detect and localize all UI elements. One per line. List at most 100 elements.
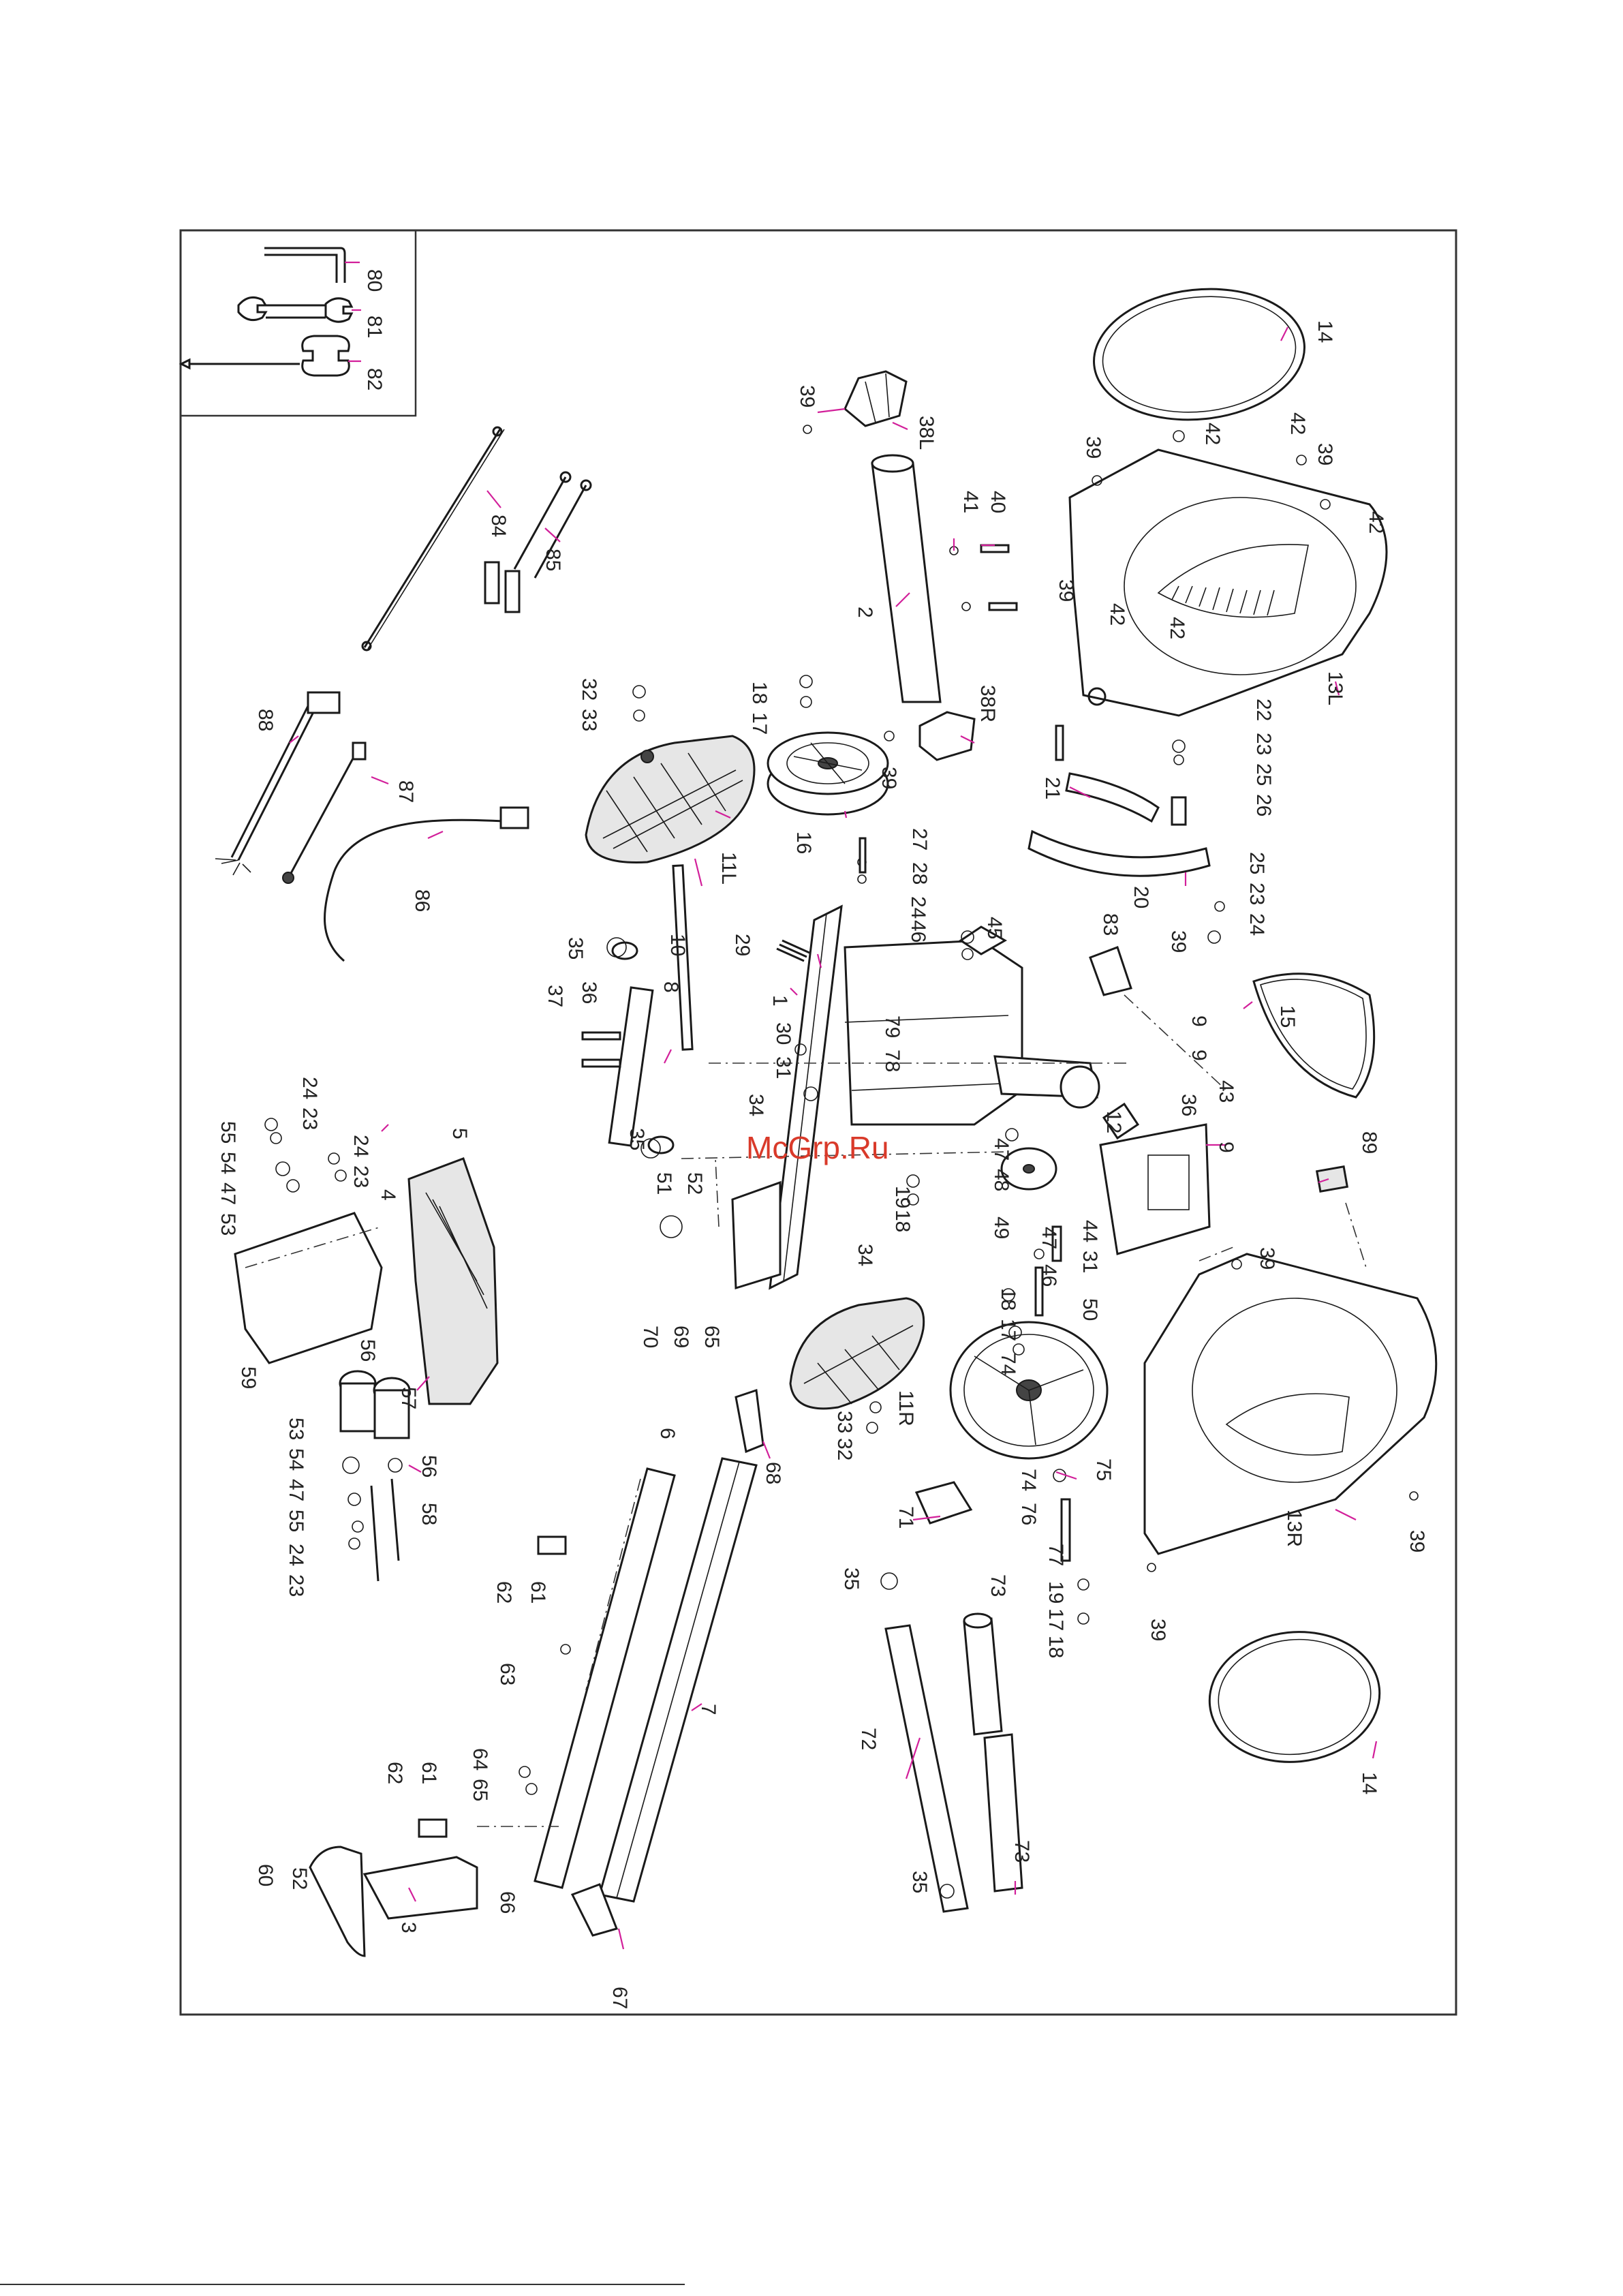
part-label-47-c: 47: [217, 1182, 239, 1205]
part-label-48: 48: [990, 1169, 1013, 1191]
part-label-65-a: 65: [700, 1326, 723, 1348]
part-label-22: 22: [1252, 699, 1275, 721]
part-label-15: 15: [1276, 1005, 1299, 1028]
sensor-89-drawing: [1315, 1165, 1349, 1193]
part-label-25-b: 25: [1246, 852, 1268, 874]
part-label-35-d: 35: [908, 1871, 931, 1893]
part-label-55-b: 55: [285, 1510, 307, 1532]
part-label-39-c: 39: [1082, 436, 1104, 459]
part-label-12: 12: [1102, 1111, 1125, 1133]
part-label-51: 51: [653, 1172, 675, 1195]
wheels-57-drawing: [339, 1370, 411, 1439]
part-label-88: 88: [254, 709, 277, 731]
part-label-23-d: 23: [350, 1165, 372, 1188]
part-label-82: 82: [363, 368, 386, 391]
part-label-6: 6: [656, 1428, 679, 1439]
part-label-36-b: 36: [1177, 1094, 1200, 1116]
part-label-58: 58: [418, 1503, 440, 1525]
part-label-17-b: 17: [997, 1319, 1019, 1341]
part-label-79: 79: [881, 1015, 903, 1038]
part-label-23-a: 23: [1252, 733, 1275, 755]
part-label-33-a: 33: [578, 709, 600, 731]
cable-86-drawing: [324, 806, 529, 962]
part-label-54-b: 54: [285, 1448, 307, 1471]
part-label-52-b: 52: [288, 1867, 311, 1890]
part-label-55-a: 55: [217, 1121, 239, 1144]
part-label-53-a: 53: [217, 1213, 239, 1236]
leader-lines: [289, 261, 1378, 1950]
part-label-26: 26: [1252, 794, 1275, 816]
part-label-7: 7: [697, 1704, 720, 1715]
part-label-30: 30: [772, 1022, 794, 1045]
part-label-73-b: 73: [1010, 1840, 1033, 1863]
axles-58-drawing: [370, 1478, 400, 1582]
part-label-53-b: 53: [285, 1418, 307, 1440]
part-label-45: 45: [983, 917, 1006, 939]
part-label-40: 40: [987, 491, 1009, 513]
part-label-9-c: 9: [1215, 1142, 1237, 1153]
part-label-39-e: 39: [1055, 579, 1077, 602]
part-label-23-c: 23: [298, 1107, 321, 1130]
part-label-72: 72: [857, 1728, 880, 1750]
part-label-77: 77: [1045, 1544, 1067, 1566]
part-label-84: 84: [487, 515, 510, 537]
part-label-64: 64: [469, 1748, 491, 1771]
bolts-40-41-drawing: [949, 544, 1018, 611]
part-label-24-c: 24: [298, 1077, 321, 1099]
part-label-14-b: 14: [1358, 1772, 1380, 1794]
part-label-42-a: 42: [1201, 423, 1224, 445]
pedal-11L-drawing: [585, 735, 756, 863]
rear-stabilizer-3-drawing: [309, 1846, 478, 1957]
part-label-20: 20: [1130, 886, 1152, 908]
part-label-8: 8: [660, 981, 682, 993]
part-label-57: 57: [397, 1387, 420, 1409]
part-label-60: 60: [254, 1864, 277, 1886]
watermark-text: McGrp.Ru: [746, 1130, 889, 1165]
post-8-drawing: [608, 941, 675, 1154]
part-label-39-h: 39: [1406, 1530, 1428, 1552]
part-label-61-b: 61: [418, 1762, 440, 1784]
part-label-36-a: 36: [578, 981, 600, 1004]
mast-tube-2-drawing: [871, 454, 942, 703]
magnet-20-drawing: [1027, 829, 1211, 877]
part-label-13L: 13L: [1324, 671, 1346, 705]
part-label-63: 63: [496, 1663, 519, 1685]
part-label-17-c: 17: [1045, 1608, 1067, 1631]
part-label-28: 28: [908, 862, 931, 885]
bracket-12-drawing: [1102, 1102, 1140, 1140]
part-label-32-b: 32: [833, 1438, 856, 1460]
part-label-24-e: 24: [285, 1544, 307, 1566]
part-label-81: 81: [363, 316, 386, 338]
part-label-9-b: 9: [1188, 1050, 1210, 1061]
cap-38L-drawing: [844, 370, 908, 427]
part-label-61-a: 61: [527, 1581, 549, 1604]
part-label-25-a: 25: [1252, 763, 1275, 786]
part-label-10: 10: [666, 934, 689, 956]
part-label-39-f: 39: [1167, 930, 1190, 953]
part-label-2: 2: [854, 607, 876, 618]
part-label-47-b: 47: [1038, 1227, 1060, 1249]
part-label-19-b: 19: [1045, 1581, 1067, 1604]
main-frame-1-drawing: [731, 904, 1100, 1290]
part-label-74-a: 74: [997, 1353, 1019, 1375]
part-label-69: 69: [670, 1326, 692, 1348]
part-label-78: 78: [881, 1050, 903, 1072]
part-label-19-a: 19: [891, 1186, 914, 1208]
cable-85-drawing: [484, 471, 592, 613]
part-label-11R: 11R: [895, 1390, 917, 1426]
cross-wrench-drawing: [179, 335, 350, 377]
hardware-group: [264, 425, 1419, 1899]
part-label-46-b: 46: [1038, 1264, 1060, 1287]
part-label-41: 41: [959, 491, 982, 513]
bolts-37-drawing: [581, 1031, 621, 1068]
part-label-11L: 11L: [717, 852, 740, 885]
cap-38R-drawing: [918, 711, 976, 761]
part-label-42-b: 42: [1286, 412, 1309, 435]
part-label-42-e: 42: [1166, 617, 1188, 639]
part-label-75: 75: [1092, 1458, 1115, 1481]
part-label-71: 71: [895, 1506, 917, 1529]
part-label-83: 83: [1099, 913, 1122, 936]
part-label-47-a: 47: [990, 1138, 1013, 1161]
part-label-9-a: 9: [1188, 1015, 1210, 1027]
